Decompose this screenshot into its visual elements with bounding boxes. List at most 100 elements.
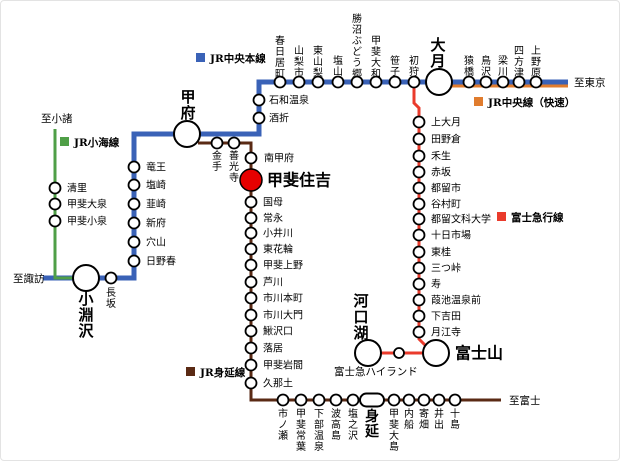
- station-marker: [412, 165, 426, 179]
- station-marker-major: [72, 264, 100, 292]
- station-label: 甲斐岩間: [263, 359, 303, 372]
- station-marker: [369, 75, 383, 89]
- station-marker: [294, 393, 308, 407]
- station-label: 南甲府: [264, 152, 294, 165]
- station-marker: [412, 212, 426, 226]
- station-marker: [311, 75, 325, 89]
- station-label: 小淵沢: [78, 290, 94, 340]
- station-label: 韮崎: [146, 198, 166, 211]
- station-marker: [329, 393, 343, 407]
- station-marker: [276, 393, 290, 407]
- station-label: 甲斐大島: [389, 409, 399, 453]
- station-marker-major: [422, 339, 450, 367]
- station-label: 三つ峠: [431, 263, 461, 275]
- station-label: 葭池温泉前: [431, 294, 481, 307]
- station-label: 甲斐住吉: [267, 171, 331, 190]
- station-marker: [387, 393, 401, 407]
- legend-swatch-jr-minobu-line: [186, 367, 195, 376]
- station-label: 上野原: [531, 45, 541, 79]
- station-marker: [346, 393, 360, 407]
- station-label: 清里: [67, 182, 87, 195]
- station-marker: [388, 75, 402, 89]
- station-marker: [412, 325, 426, 339]
- station-marker: [244, 275, 258, 289]
- station-marker: [292, 75, 306, 89]
- station-label: 新府: [146, 217, 166, 230]
- station-marker: [412, 115, 426, 129]
- station-marker: [412, 245, 426, 259]
- station-marker: [412, 309, 426, 323]
- station-label: 竜王: [146, 161, 166, 174]
- legend-label-fujikyu-line: 富士急行線: [511, 211, 564, 224]
- station-marker: [273, 75, 287, 89]
- station-label: 常永: [263, 212, 283, 225]
- station-label: 穴山: [146, 236, 166, 249]
- station-label: 山梨市: [294, 45, 304, 79]
- station-marker: [244, 211, 258, 225]
- station-label: 上大月: [431, 116, 461, 129]
- station-label: 久那土: [263, 377, 293, 390]
- station-label: 河口湖: [353, 292, 368, 342]
- station-label: 甲斐大泉: [67, 198, 107, 211]
- station-marker: [104, 271, 118, 285]
- station-label: 猿橋: [464, 54, 474, 78]
- station-marker: [350, 75, 364, 89]
- station-marker: [244, 258, 258, 272]
- station-marker: [407, 75, 421, 89]
- station-marker: [412, 277, 426, 291]
- station-label: 鳥沢: [481, 54, 491, 78]
- station-marker: [244, 291, 258, 305]
- station-marker: [244, 341, 258, 355]
- station-label: 国母: [263, 197, 283, 209]
- legend-swatch-jr-koumi-line: [60, 137, 69, 146]
- station-label: 富士急ハイランド: [334, 365, 418, 378]
- station-marker: [448, 393, 462, 407]
- station-marker: [127, 197, 141, 211]
- station-marker: [412, 261, 426, 275]
- station-label: 四方津: [514, 46, 524, 79]
- legend-label-jr-chuo-main-line: JR中央本線: [209, 52, 266, 65]
- legend-swatch-fujikyu-line: [497, 212, 506, 221]
- station-marker: [412, 228, 426, 242]
- station-marker: [412, 132, 426, 146]
- endpoint-label-to-fuji: 至富士: [509, 394, 541, 407]
- station-label: 東桂: [431, 246, 451, 259]
- station-label: 長坂: [106, 287, 116, 310]
- endpoint-label-to-komoro: 至小諸: [41, 112, 73, 125]
- station-marker: [512, 75, 526, 89]
- station-marker: [244, 376, 258, 390]
- station-label: 小井川: [263, 227, 293, 240]
- station-label: 塩崎: [146, 179, 166, 192]
- station-marker: [312, 393, 326, 407]
- station-marker: [412, 149, 426, 163]
- station-label: 鰍沢口: [263, 325, 293, 338]
- station-label: 金手: [212, 149, 222, 173]
- station-marker: [402, 393, 416, 407]
- station-label: 身延: [364, 408, 380, 440]
- station-marker: [127, 254, 141, 268]
- station-label: 東山梨: [313, 44, 323, 79]
- station-label: 石和温泉: [269, 94, 309, 107]
- legend-label-jr-chuo-rapid-line: JR中央線（快速）: [487, 96, 575, 109]
- station-label: 市川本町: [263, 292, 303, 305]
- station-marker: [48, 181, 62, 195]
- station-label: 富士山: [455, 344, 503, 363]
- station-label: 下吉田: [431, 311, 461, 323]
- station-marker: [48, 197, 62, 211]
- legend-swatch-jr-chuo-rapid-line: [474, 97, 483, 106]
- station-label: 井出: [434, 407, 444, 431]
- station-marker-major: [173, 120, 201, 148]
- station-label: 禾生: [431, 150, 451, 163]
- station-marker: [244, 226, 258, 240]
- station-label: 善光寺: [229, 149, 239, 184]
- station-marker: [227, 136, 241, 150]
- station-label: 市ノ瀬: [278, 407, 288, 442]
- station-marker: [252, 111, 266, 125]
- station-label: 寄畑: [419, 407, 429, 431]
- station-label: 波高島: [331, 407, 341, 442]
- station-marker: [244, 324, 258, 338]
- station-label: 市川大門: [263, 309, 303, 322]
- station-marker: [529, 75, 543, 89]
